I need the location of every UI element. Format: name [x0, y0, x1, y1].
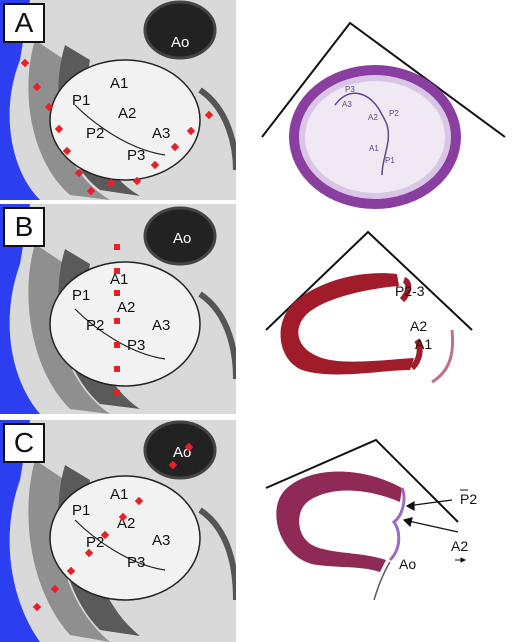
scallop-a1-label: A1	[110, 271, 128, 288]
a2-under-arrow	[455, 557, 467, 563]
scallop-p1-label: P1	[72, 92, 90, 109]
red-markers-b	[114, 244, 120, 396]
scallop-p1-label: P1	[72, 287, 90, 304]
ao-label: Ao	[173, 230, 191, 247]
scallop-a1-label: A1	[110, 486, 128, 503]
scallop-a2-label: A2	[117, 299, 135, 316]
scallop-a3-label: A3	[152, 125, 170, 142]
scallop-p2-label: P2	[86, 534, 104, 551]
diagram-panel-c: Ao A1 P1 A2 P2 A3 P3 C	[0, 420, 236, 642]
panel-label-c: C	[3, 423, 45, 463]
right-b-a1-label: A1	[415, 336, 432, 352]
scallop-p3-label: P3	[127, 554, 145, 571]
scallop-p3-label: P3	[127, 147, 145, 164]
red-tissue-arc	[280, 273, 414, 375]
right-a-p2-label: P2	[389, 109, 399, 118]
arrow-to-p2	[405, 499, 453, 512]
tissue-section-a: P3 A3 A2 P2 A1 P1	[261, 21, 506, 209]
right-b-p2-3-label: P2-3	[395, 283, 425, 299]
right-c-ao-label: Ao	[399, 556, 416, 572]
right-a-a1-label: A1	[369, 144, 379, 153]
right-c-p2-label: P2	[460, 491, 477, 507]
scallop-a3-label: A3	[152, 317, 170, 334]
tissue-section-c: P2 A2 Ao	[265, 438, 477, 601]
purple-tissue-arc	[276, 471, 402, 572]
right-a-a2-label: A2	[368, 113, 378, 122]
right-a-p1-label: P1	[385, 156, 395, 165]
diagram-panel-b: Ao A1 P1 A2 P2 A3 P3 B	[0, 204, 236, 414]
scallop-a3-label: A3	[152, 532, 170, 549]
heart-section-illustration-b: Ao A1 P1 A2 P2 A3 P3	[9, 204, 236, 414]
right-b-a2-label: A2	[410, 318, 427, 334]
tissue-section-b: P2-3 A2 A1	[265, 230, 473, 384]
right-c-a2-label: A2	[451, 538, 468, 554]
scallop-p2-label: P2	[86, 317, 104, 334]
heart-section-illustration-a: Ao A1 P1 A2 P2 A3 P3	[9, 0, 236, 200]
ao-label: Ao	[171, 34, 189, 51]
right-a-p3-label: P3	[345, 85, 355, 94]
scallop-p1-label: P1	[72, 502, 90, 519]
heart-section-illustration-c: Ao A1 P1 A2 P2 A3 P3	[9, 420, 236, 642]
red-markers-a	[20, 58, 214, 196]
panel-label-a: A	[3, 3, 45, 43]
scallop-a2-label: A2	[118, 105, 136, 122]
arrow-to-a2	[402, 517, 459, 533]
panel-label-b: B	[3, 207, 45, 247]
scallop-a1-label: A1	[110, 75, 128, 92]
diagram-panel-a: Ao A1 P1 A2 P2 A3 P3 A	[0, 0, 236, 200]
right-a-a3-label: A3	[342, 100, 352, 109]
scallop-p3-label: P3	[127, 337, 145, 354]
scallop-p2-label: P2	[86, 125, 104, 142]
